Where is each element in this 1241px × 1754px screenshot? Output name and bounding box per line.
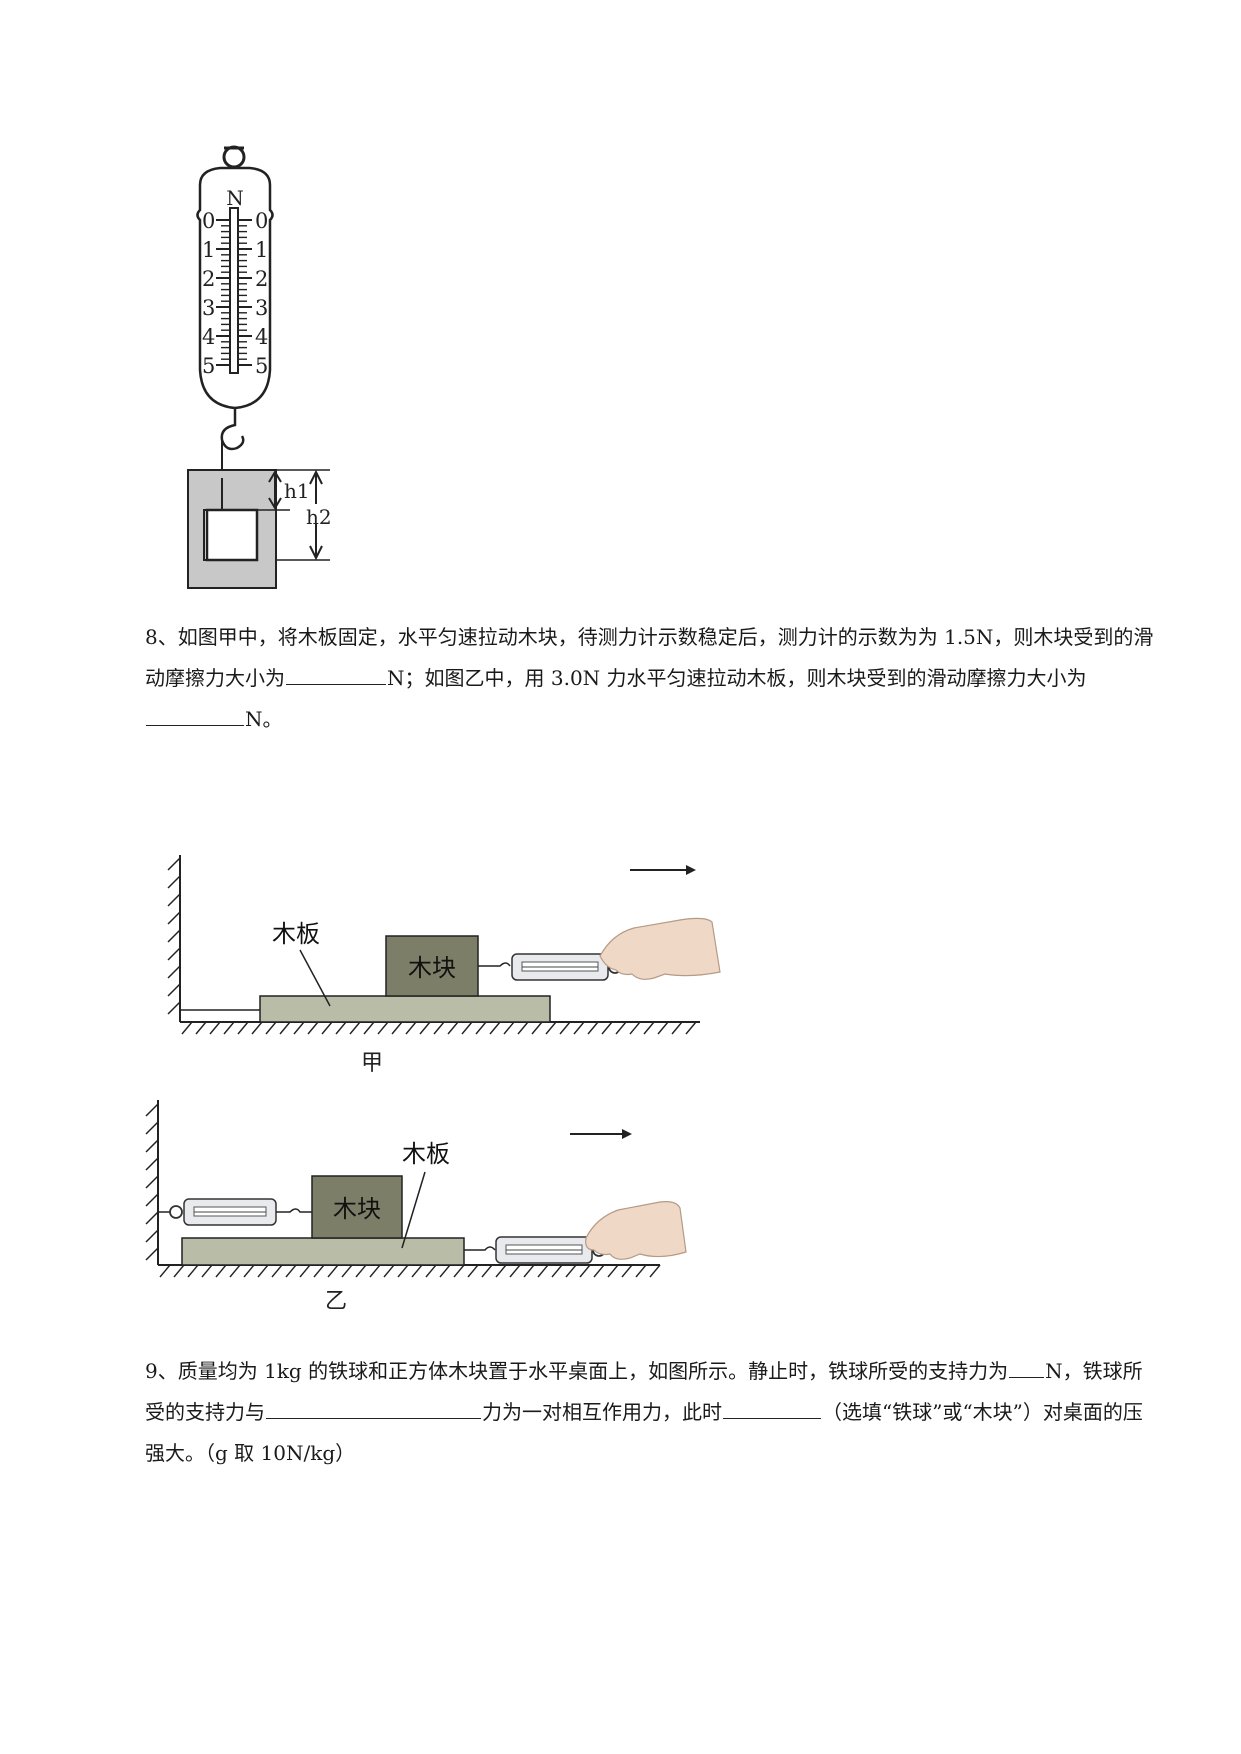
question-text: N，铁球所受的支持力与 bbox=[145, 1359, 1143, 1424]
block bbox=[311, 1175, 403, 1239]
answer-blank[interactable] bbox=[286, 663, 386, 685]
figure-jia: 木块 木板 甲 bbox=[167, 855, 721, 1076]
scale-ticks bbox=[216, 219, 252, 366]
board bbox=[259, 995, 551, 1023]
question-9: 9、质量均为 1kg 的铁球和正方体木块置于水平桌面上，如图所示。静止时，铁球所… bbox=[145, 1351, 1155, 1474]
floor-hatch bbox=[181, 1021, 697, 1035]
hand-icon bbox=[599, 917, 721, 980]
question-text: 如图甲中，将木板固定，水平匀速拉动木块，待测力计示数稳定后，测力计的示数为为 1… bbox=[145, 625, 1154, 690]
right-tick-0: 0 bbox=[255, 209, 268, 233]
h1-label: h1 bbox=[284, 479, 310, 503]
h2-label: h2 bbox=[306, 505, 332, 529]
block bbox=[385, 935, 479, 997]
submerged-block bbox=[205, 508, 259, 562]
right-tick-2: 2 bbox=[255, 267, 268, 291]
spring-scale-figure: N 0 1 2 3 4 5 0 1 2 3 4 5 h1 h2 bbox=[187, 145, 332, 589]
question-8: 8、如图甲中，将木板固定，水平匀速拉动木块，待测力计示数稳定后，测力计的示数为为… bbox=[145, 617, 1155, 740]
left-tick-5: 5 bbox=[202, 354, 215, 378]
board bbox=[181, 1237, 465, 1266]
right-tick-5: 5 bbox=[255, 354, 268, 378]
hook-icon bbox=[220, 408, 245, 451]
question-text: 力为一对相互作用力，此时 bbox=[482, 1400, 722, 1424]
floor-hatch bbox=[159, 1264, 661, 1278]
right-tick-3: 3 bbox=[255, 296, 268, 320]
left-tick-2: 2 bbox=[202, 267, 215, 291]
board-label: 木板 bbox=[272, 920, 320, 948]
figure-caption: 乙 bbox=[325, 1289, 347, 1314]
right-tick-1: 1 bbox=[255, 238, 268, 262]
figure-caption: 甲 bbox=[361, 1051, 383, 1076]
question-text: N。 bbox=[245, 707, 283, 731]
hand-icon bbox=[585, 1201, 687, 1260]
question-text: 质量均为 1kg 的铁球和正方体木块置于水平桌面上，如图所示。静止时，铁球所受的… bbox=[177, 1359, 1009, 1383]
answer-blank[interactable] bbox=[266, 1397, 481, 1419]
left-tick-0: 0 bbox=[202, 209, 215, 233]
question-text: N；如图乙中，用 3.0N 力水平匀速拉动木板，则木块受到的滑动摩擦力大小为 bbox=[387, 666, 1087, 690]
left-tick-4: 4 bbox=[202, 325, 215, 349]
board-label: 木板 bbox=[402, 1140, 450, 1168]
question-number: 8、 bbox=[145, 625, 178, 649]
hanging-ring-icon bbox=[222, 145, 246, 169]
block-label: 木块 bbox=[333, 1195, 381, 1223]
block-label: 木块 bbox=[408, 954, 456, 982]
figure-yi: 木块 木板 乙 bbox=[145, 1100, 687, 1314]
question-number: 9、 bbox=[145, 1359, 178, 1383]
left-tick-1: 1 bbox=[202, 238, 215, 262]
answer-blank[interactable] bbox=[1009, 1356, 1045, 1378]
answer-blank[interactable] bbox=[723, 1397, 821, 1419]
answer-blank[interactable] bbox=[146, 704, 244, 726]
left-tick-3: 3 bbox=[202, 296, 215, 320]
question-text: （选填“铁球”或“木块”）对桌面的压强大。（g 取 10N/kg） bbox=[145, 1400, 1143, 1465]
right-tick-4: 4 bbox=[255, 325, 268, 349]
scale-unit-label: N bbox=[226, 186, 244, 210]
